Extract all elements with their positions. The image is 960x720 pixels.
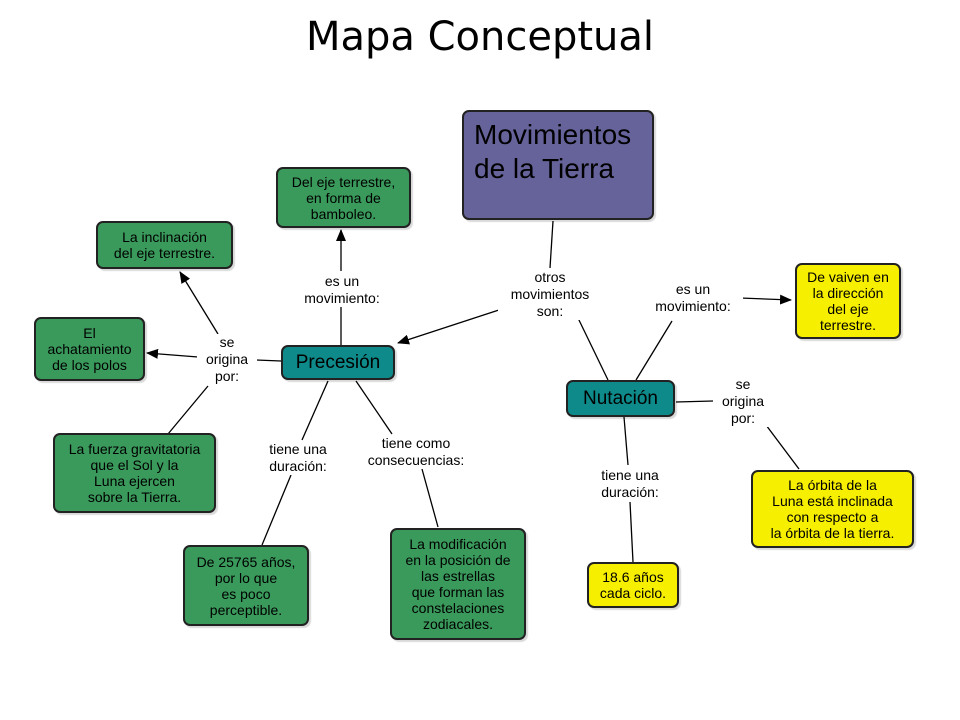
node-modificacion: La modificación en la posición de las es…: [390, 528, 526, 640]
label-es-un-movimiento-precesion: es un movimiento:: [292, 273, 392, 307]
line-precesion-consecuencias: [355, 380, 393, 435]
line-to-modificacion: [421, 468, 439, 528]
arrow-to-vaiven: [739, 294, 792, 305]
node-fuerza-gravitatoria: La fuerza gravitatoria que el Sol y la L…: [53, 433, 216, 513]
arrow-to-achatamiento: [146, 348, 199, 359]
node-bamboleo: Del eje terrestre, en forma de bamboleo.: [276, 167, 411, 228]
line-to-orbita: [765, 424, 800, 470]
label-duracion-precesion: tiene una duración:: [256, 441, 340, 475]
line-otros-nutacion: [577, 317, 609, 381]
line-nutacion-esun: [635, 320, 673, 381]
node-precesion: Precesión: [281, 345, 395, 380]
label-se-origina-nutacion: se origina por:: [713, 376, 773, 427]
line-to-ciclo: [629, 501, 634, 563]
arrow-to-inclinacion: [179, 271, 219, 335]
line-to-fuerza: [167, 385, 209, 435]
line-precesion-duracion: [301, 380, 329, 441]
line-movimientos-otros: [549, 220, 554, 269]
node-25765-anos: De 25765 años, por lo que es poco percep…: [183, 545, 309, 626]
page-title: Mapa Conceptual: [305, 14, 655, 60]
node-orbita-luna: La órbita de la Luna está inclinada con …: [751, 470, 914, 548]
line-nutacion-duracion: [623, 416, 629, 466]
node-18-6-anos: 18.6 años cada ciclo.: [587, 562, 679, 608]
node-achatamiento: El achatamiento de los polos: [34, 317, 145, 381]
arrow-to-precesion: [397, 307, 506, 345]
node-movimientos-de-la-tierra: Movimientos de la Tierra: [462, 110, 654, 220]
label-otros-movimientos: otros movimientos son:: [498, 269, 602, 320]
node-inclinacion: La inclinación del eje terrestre.: [96, 221, 233, 269]
line-to-anos: [261, 474, 292, 546]
node-vaiven: De vaiven en la dirección del eje terres…: [795, 263, 901, 339]
line-precesion-seorigina: [255, 359, 282, 362]
label-es-un-movimiento-nutacion: es un movimiento:: [643, 281, 743, 315]
node-nutacion: Nutación: [566, 380, 675, 417]
label-consecuencias: tiene como consecuencias:: [356, 435, 476, 469]
label-duracion-nutacion: tiene una duración:: [588, 467, 672, 501]
line-nutacion-seorigina: [675, 400, 714, 403]
label-se-origina-precesion: se origina por:: [197, 334, 257, 385]
